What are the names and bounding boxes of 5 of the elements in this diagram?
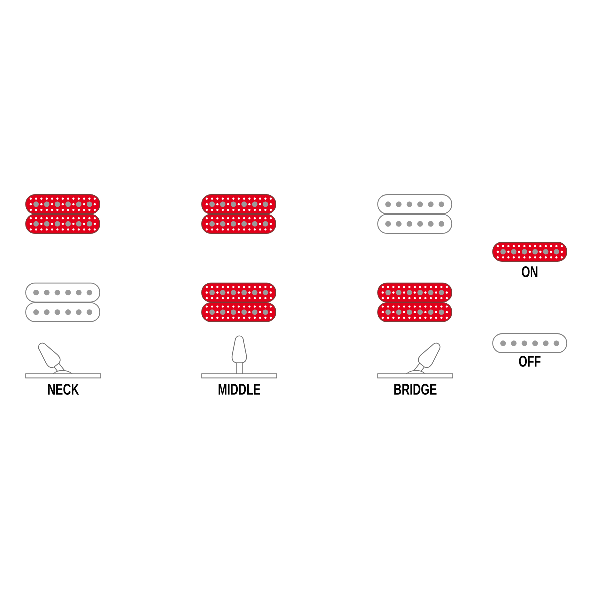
- position-label: MIDDLE: [218, 384, 260, 395]
- position-label: NECK: [48, 384, 80, 395]
- legend-label: ON: [522, 266, 538, 278]
- position-label: BRIDGE: [394, 384, 437, 395]
- legend-label: OFF: [519, 356, 541, 367]
